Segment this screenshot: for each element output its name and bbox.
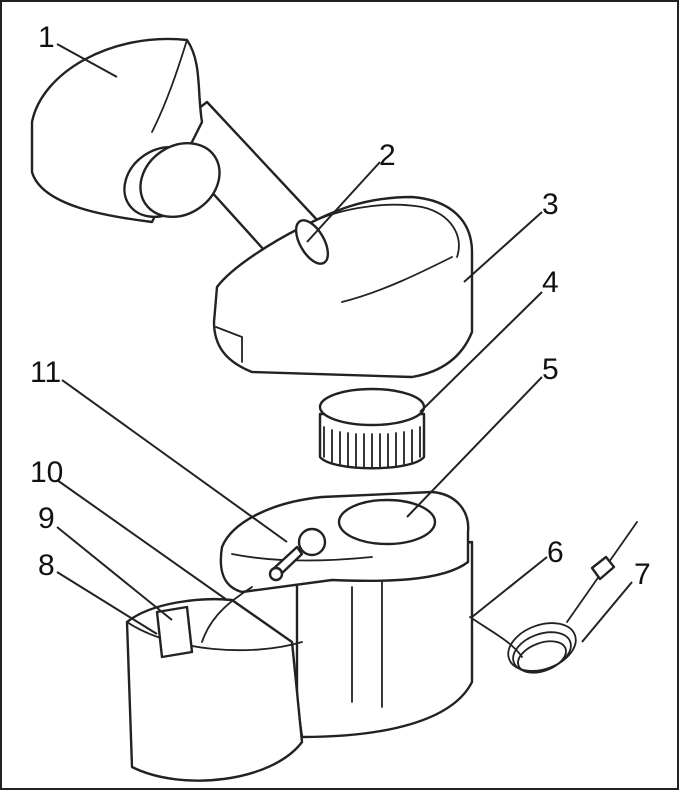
plug bbox=[590, 555, 616, 581]
callout-7: 7 bbox=[634, 558, 651, 591]
screw-cap bbox=[318, 387, 426, 470]
leader-lines bbox=[56, 43, 633, 643]
callout-10: 10 bbox=[30, 456, 63, 489]
callout-6: 6 bbox=[547, 536, 564, 569]
cup-slot bbox=[155, 605, 194, 659]
callout-8: 8 bbox=[38, 549, 55, 582]
top-cover bbox=[212, 195, 474, 379]
callout-3: 3 bbox=[542, 188, 559, 221]
callout-1: 1 bbox=[38, 21, 55, 54]
callout-9: 9 bbox=[38, 502, 55, 535]
tube bbox=[201, 586, 253, 643]
callout-11: 11 bbox=[30, 356, 61, 389]
callout-2: 2 bbox=[379, 139, 396, 172]
control-knob bbox=[268, 527, 327, 582]
callout-5: 5 bbox=[542, 353, 559, 386]
vent-opening bbox=[294, 219, 330, 265]
water-cup bbox=[125, 597, 304, 782]
callout-4: 4 bbox=[542, 266, 559, 299]
